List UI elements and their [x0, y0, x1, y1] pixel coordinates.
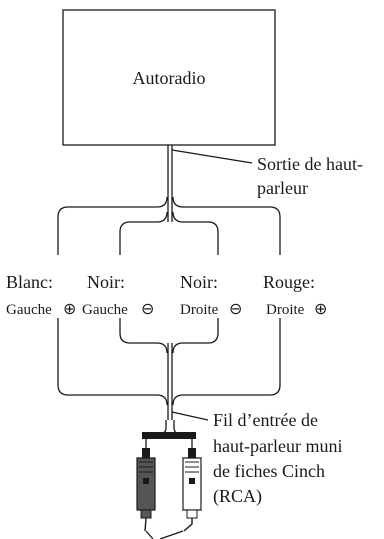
negative-icon: ⊖ [141, 299, 154, 318]
wire-black-left-color: Noir: [87, 272, 125, 292]
rca-plug-left [136, 448, 156, 532]
rca-label-line3: de fiches Cinch [213, 461, 325, 481]
rca-label-line4: (RCA) [213, 486, 262, 507]
positive-icon: ⊕ [63, 299, 76, 318]
speaker-output-label-line2: parleur [257, 178, 308, 198]
positive-icon: ⊕ [314, 299, 327, 318]
wire-red-color: Rouge: [263, 272, 315, 292]
head-unit-label: Autoradio [133, 68, 206, 88]
inner-harness-bottom [119, 318, 219, 354]
wire-black-right-color: Noir: [180, 272, 218, 292]
speaker-output-label-line1: Sortie de haut- [257, 154, 363, 174]
rca-split-band [142, 432, 196, 439]
inner-harness-top [119, 211, 219, 255]
rca-plug-right [182, 448, 202, 532]
wire-white-color: Blanc: [6, 272, 53, 292]
outer-harness-bottom [57, 318, 281, 406]
wire-white-side: Gauche [6, 302, 52, 318]
wire-red-side: Droite [266, 302, 305, 318]
speaker-output-leader [171, 149, 253, 164]
rca-label-line2: haut-parleur muni [213, 436, 342, 456]
rca-tip-leader [145, 530, 184, 539]
rca-label-leader [171, 411, 209, 421]
outer-harness-top [57, 196, 281, 255]
speaker-output-cable [167, 145, 173, 222]
rca-label-line1: Fil d’entrée de [213, 410, 318, 430]
wire-black-left-side: Gauche [82, 302, 128, 318]
rca-input-cable [167, 343, 173, 420]
negative-icon: ⊖ [229, 299, 242, 318]
head-unit-box [62, 9, 276, 146]
wire-black-right-side: Droite [180, 302, 219, 318]
